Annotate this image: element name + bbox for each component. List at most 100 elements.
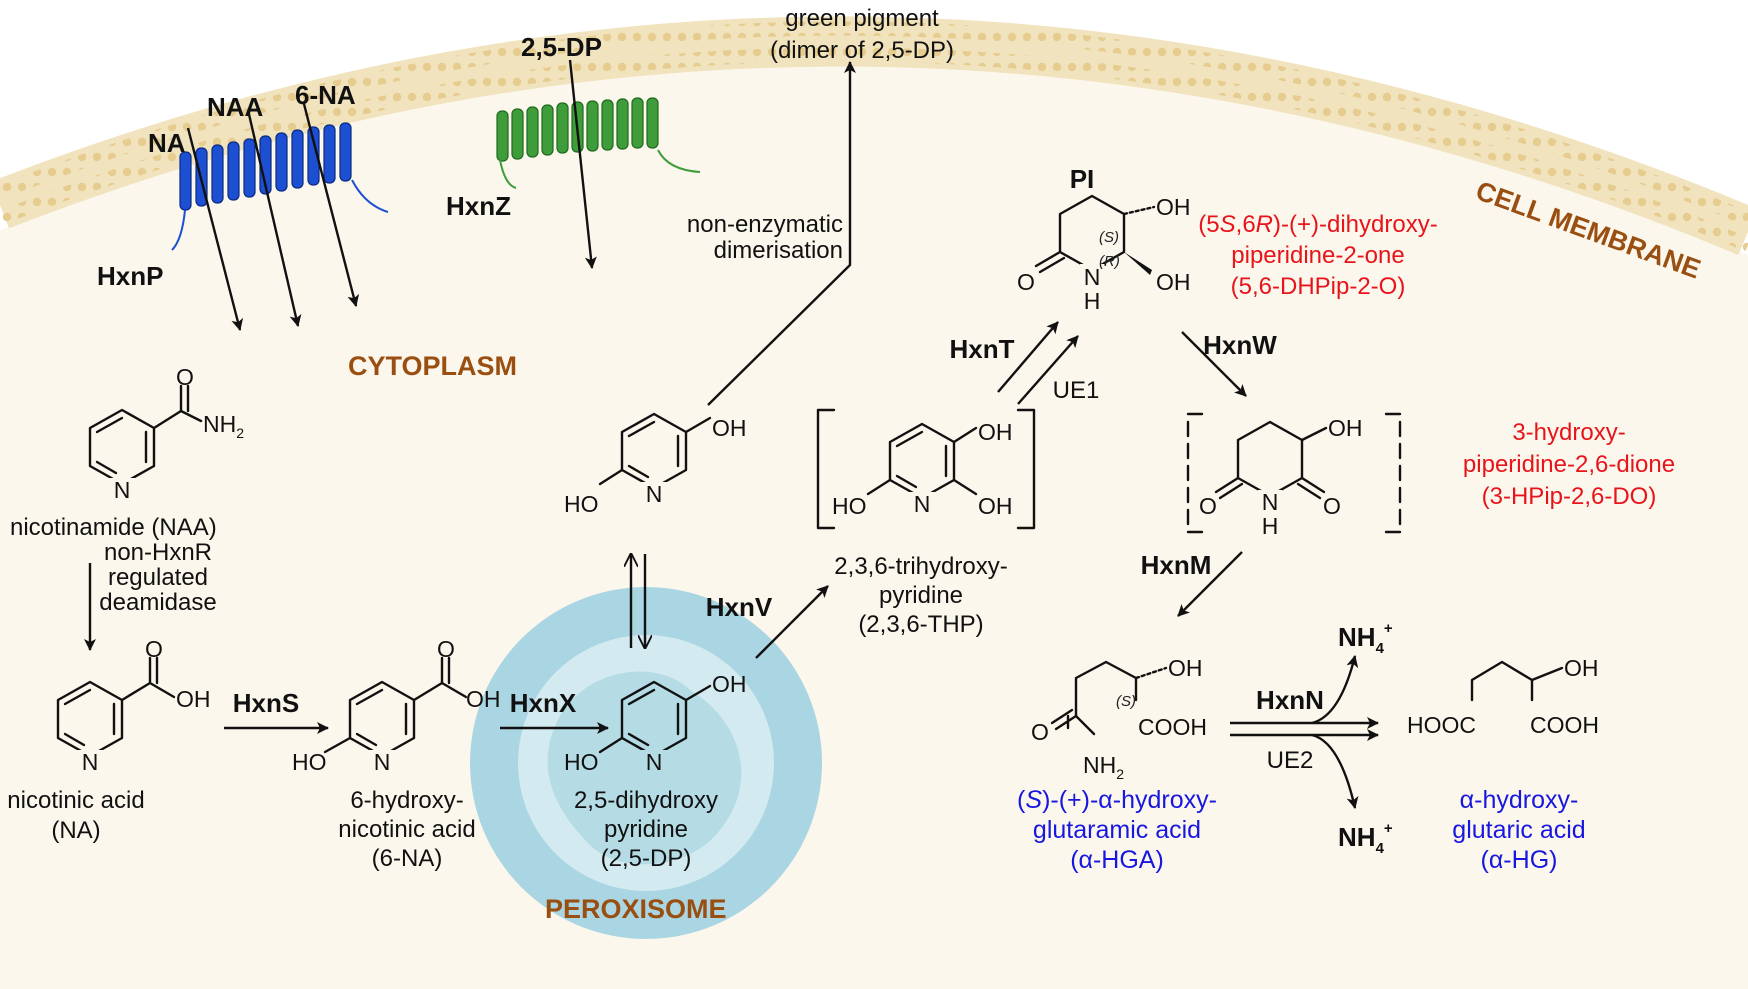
ue1-label: UE1 [1053, 377, 1100, 404]
svg-text:O: O [1017, 269, 1035, 295]
nh4-bottom: NH4+ [1338, 820, 1393, 857]
svg-text:OH: OH [1156, 269, 1191, 295]
svg-text:N: N [1084, 264, 1101, 290]
svg-text:H: H [1262, 513, 1279, 539]
svg-text:H: H [1084, 288, 1101, 314]
deamidase-line1: non-HxnR [104, 539, 212, 566]
dp-name-line1: 2,5-dihydroxy [574, 787, 718, 814]
svg-text:COOH: COOH [1138, 714, 1207, 740]
hxnv-label: HxnV [706, 592, 773, 622]
hpip-name-line3: (3-HPip-2,6-DO) [1482, 483, 1657, 510]
ue2-label: UE2 [1267, 747, 1314, 774]
na-name-line1: nicotinic acid [7, 787, 144, 814]
6na-name-line3: (6-NA) [372, 845, 443, 872]
svg-text:OH: OH [712, 671, 747, 697]
svg-text:O: O [145, 636, 163, 662]
hxnp-transporter [171, 122, 389, 251]
peroxisome-label: PEROXISOME [545, 894, 727, 924]
svg-text:OH: OH [1156, 194, 1191, 220]
hg-name-line2: glutaric acid [1452, 816, 1585, 844]
hpip-name-line1: 3-hydroxy- [1512, 419, 1625, 446]
svg-text:(S): (S) [1116, 693, 1136, 710]
svg-text:HO: HO [292, 749, 327, 775]
svg-text:OH: OH [712, 415, 747, 441]
svg-text:OH: OH [1168, 655, 1203, 681]
hga-name-line2: glutaramic acid [1033, 816, 1201, 844]
svg-text:N: N [114, 477, 131, 503]
6na-import-label: 6-NA [295, 80, 356, 110]
6na-name-line2: nicotinic acid [338, 816, 475, 843]
hxnw-label: HxnW [1203, 330, 1277, 360]
thp-name-line1: 2,3,6-trihydroxy- [834, 553, 1007, 580]
cytoplasm-label: CYTOPLASM [348, 351, 517, 381]
na-import-label: NA [148, 128, 186, 158]
alpha-hga-structure: OH O COOH NH2 (S) [1031, 655, 1207, 782]
dp-name-line2: pyridine [604, 816, 688, 843]
svg-text:HO: HO [564, 749, 599, 775]
hg-name-line3: (α-HG) [1481, 846, 1558, 874]
6-hydroxynicotinic-acid-structure: N O OH HO [292, 636, 501, 775]
dp-name-line3: (2,5-DP) [601, 845, 692, 872]
svg-text:(S): (S) [1099, 229, 1119, 246]
hxnx-label: HxnX [510, 688, 577, 718]
svg-text:N: N [646, 481, 663, 507]
2-5-dp-cytoplasm-structure: N OH HO [564, 412, 747, 517]
svg-text:OH: OH [176, 686, 211, 712]
pigment-line2: (dimer of 2,5-DP) [770, 37, 954, 64]
naa-import-label: NAA [207, 92, 264, 122]
2-5-dp-structure: N OH HO [564, 671, 747, 775]
hxnm-label: HxnM [1141, 550, 1212, 580]
hxnv-arrow [755, 585, 829, 659]
svg-text:OH: OH [466, 686, 501, 712]
dp-transport-arrow [568, 59, 597, 269]
svg-text:N: N [914, 491, 931, 517]
svg-text:OH: OH [978, 493, 1013, 519]
dhpip-name-line1: (5S,6R)-(+)-dihydroxy- [1198, 211, 1437, 238]
naa-transport-arrow [246, 109, 302, 327]
deamidase-line3: deamidase [99, 589, 216, 616]
dimerisation-line2: dimerisation [714, 237, 843, 264]
hpip-name-line2: piperidine-2,6-dione [1463, 451, 1675, 478]
nicotinamide-structure: N O NH2 [88, 364, 244, 503]
6na-name-line1: 6-hydroxy- [350, 787, 463, 814]
hxnz-label: HxnZ [446, 191, 511, 221]
hxnp-label: HxnP [97, 261, 163, 291]
svg-text:HO: HO [564, 491, 599, 517]
pi-title: PI [1070, 164, 1095, 194]
na-transport-arrow [186, 127, 244, 331]
svg-text:O: O [437, 636, 455, 662]
svg-text:N: N [82, 749, 99, 775]
hxnw-arrow [1181, 331, 1247, 397]
svg-text:HO: HO [832, 493, 867, 519]
hxnm-arrow [1177, 551, 1243, 617]
ue1-arrow [1017, 335, 1079, 405]
dhpip-structure: N H O OH OH (S) (R) [1017, 194, 1190, 314]
svg-text:COOH: COOH [1530, 712, 1599, 738]
svg-text:NH2: NH2 [203, 411, 244, 441]
dimerisation-line1: non-enzymatic [687, 211, 843, 238]
svg-text:(R): (R) [1099, 253, 1120, 270]
dhpip-name-line3: (5,6-DHPip-2-O) [1231, 273, 1406, 300]
hxnz-transporter [496, 97, 701, 189]
6na-transport-arrow [302, 103, 360, 307]
na-name-line2: (NA) [51, 817, 100, 844]
nh4-release-arrow-bottom [1311, 733, 1359, 809]
nh4-top: NH4+ [1338, 620, 1393, 657]
2-3-6-thp-structure: N OH OH HO [816, 408, 1036, 530]
nicotinic-acid-structure: N O OH [56, 636, 211, 775]
svg-text:OH: OH [1564, 655, 1599, 681]
hg-name-line1: α-hydroxy- [1460, 786, 1579, 814]
svg-text:O: O [1199, 493, 1217, 519]
hxnn-label: HxnN [1256, 685, 1324, 715]
dp-import-label: 2,5-DP [521, 32, 602, 62]
svg-text:O: O [176, 364, 194, 390]
svg-text:N: N [646, 749, 663, 775]
hga-name-line3: (α-HGA) [1070, 846, 1164, 874]
pigment-line1: green pigment [785, 5, 939, 32]
cytoplasm-area [0, 66, 1748, 989]
svg-text:OH: OH [1328, 415, 1363, 441]
svg-text:N: N [374, 749, 391, 775]
thp-name-line2: pyridine [879, 582, 963, 609]
cell-membrane [0, 16, 1748, 256]
